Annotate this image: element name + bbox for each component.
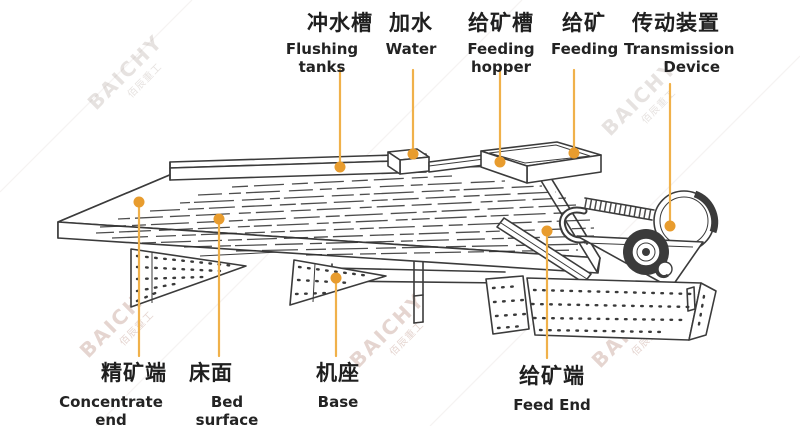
label-water-en: Water [385, 40, 437, 59]
feed-small-block [485, 275, 530, 335]
label-feed-end-en: Feed End [513, 396, 591, 415]
label-transmission-device-en: Transmission Device [624, 40, 735, 77]
label-feed-end-zh: 给矿端 [519, 364, 585, 388]
label-feeding-hopper-zh: 给矿槽 [468, 11, 534, 35]
transmission-device [576, 190, 719, 289]
label-bed-surface-en: Bed surface [195, 393, 259, 426]
leader-lines [133, 68, 676, 360]
left-support [130, 248, 247, 308]
feeding-hopper-box [480, 141, 602, 184]
label-water: 加水 Water [380, 10, 442, 58]
label-feeding-en: Feeding [551, 40, 619, 59]
label-feeding: 给矿 Feeding [551, 10, 619, 59]
label-bed-surface: 床面 Bed surface [182, 360, 272, 426]
label-concentrate-end: 精矿端 Concentrate end [54, 360, 168, 426]
label-concentrate-end-zh: 精矿端 [101, 361, 167, 385]
label-transmission-device-zh: 传动装置 [632, 11, 720, 35]
hatched-arm [582, 197, 655, 221]
label-transmission-device: 传动装置 Transmission Device [624, 10, 735, 77]
support-rod [413, 256, 424, 324]
label-bed-surface-zh: 床面 [189, 361, 233, 385]
label-feeding-hopper: 给矿槽 Feeding hopper [446, 10, 556, 76]
hitch-bracket [558, 206, 590, 244]
label-feeding-hopper-en: Feeding hopper [467, 40, 535, 77]
label-feed-end: 给矿端 Feed End [510, 363, 594, 414]
dot-concentrate-end [133, 196, 145, 208]
dot-flushing-tanks [334, 161, 346, 173]
dot-base [330, 272, 342, 284]
label-base-en: Base [317, 393, 359, 412]
eccentric [657, 261, 673, 277]
label-flushing-tanks: 冲水槽 Flushing tanks [270, 10, 374, 76]
label-concentrate-end-en: Concentrate end [59, 393, 163, 426]
label-water-zh: 加水 [389, 11, 433, 35]
dot-water [407, 148, 419, 160]
dot-feeding-hopper [494, 156, 506, 168]
label-flushing-tanks-zh: 冲水槽 [307, 11, 373, 35]
dot-transmission [664, 220, 676, 232]
watermark-gridline [0, 0, 193, 193]
label-base-zh: 机座 [316, 361, 360, 385]
base-block [526, 277, 717, 341]
label-flushing-tanks-en: Flushing tanks [285, 40, 359, 77]
dot-feed-end [541, 225, 553, 237]
dot-feeding [568, 147, 580, 159]
dot-bed-surface [213, 213, 225, 225]
label-feeding-zh: 给矿 [562, 11, 606, 35]
label-base: 机座 Base [314, 360, 362, 411]
